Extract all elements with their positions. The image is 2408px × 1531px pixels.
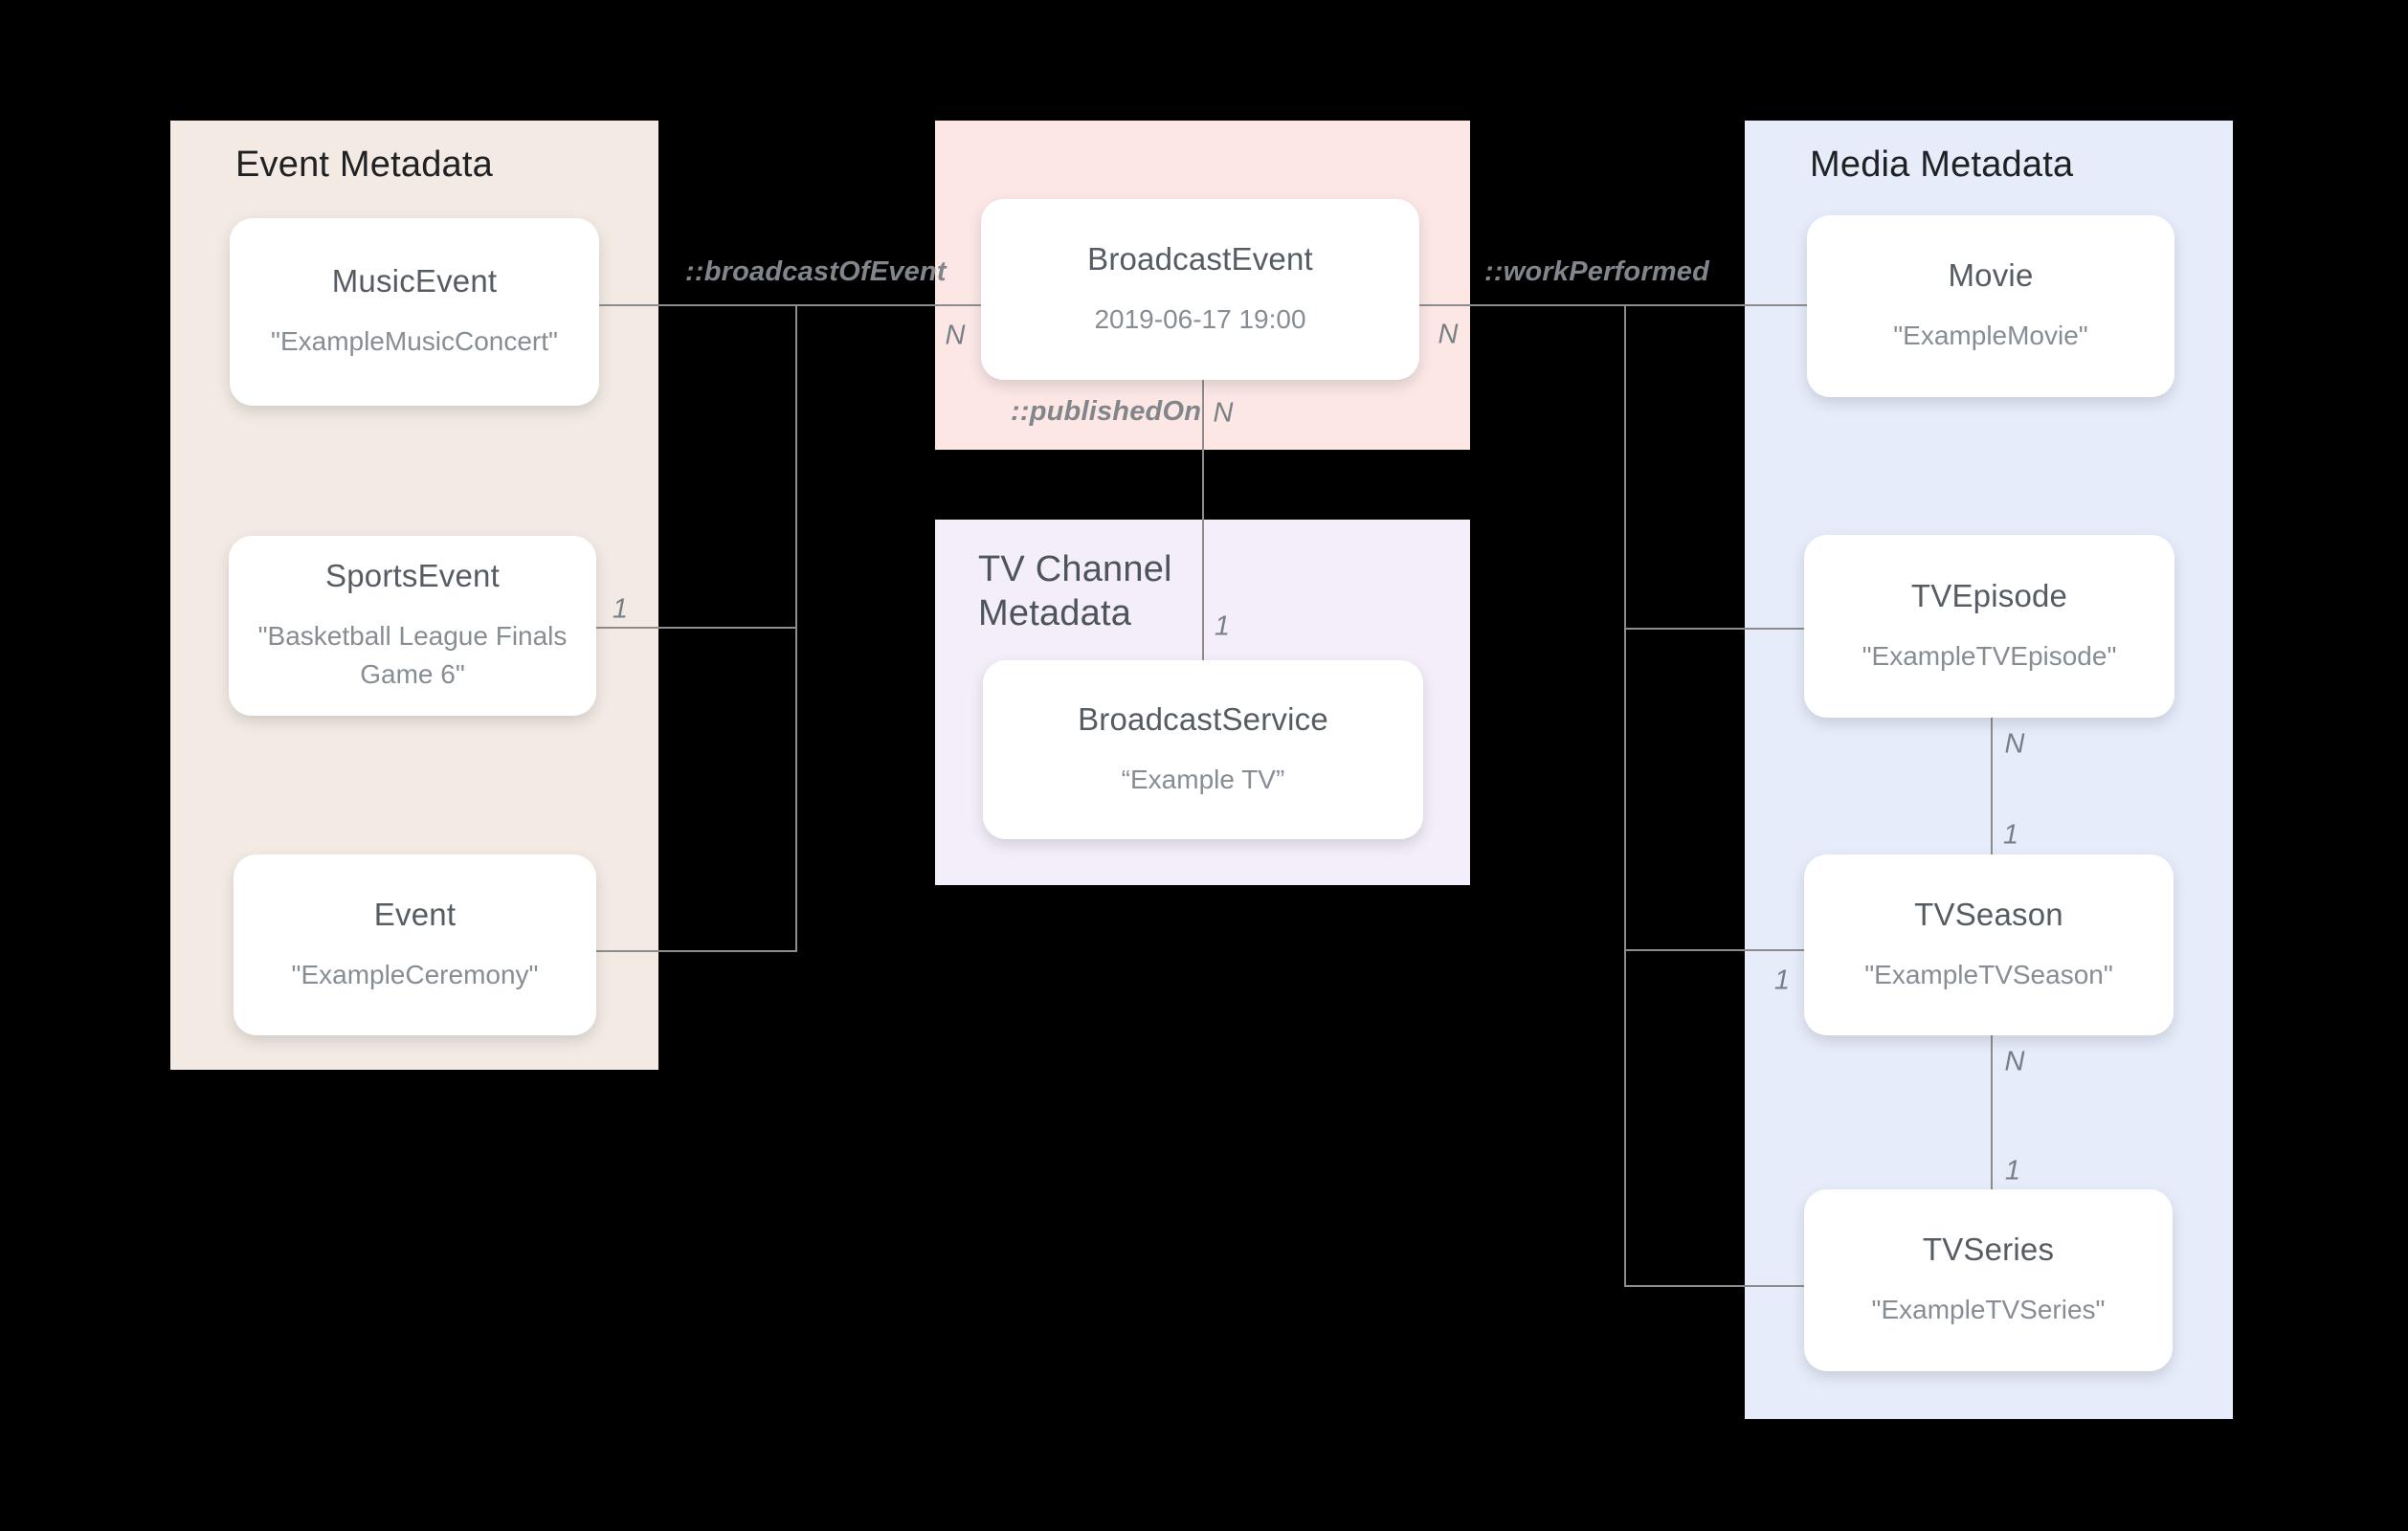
node-title: TVSeason <box>1914 896 2063 932</box>
edge-tvepisode-connector <box>1624 628 1804 630</box>
cardinality-tvepisode-n: N <box>2004 728 2025 760</box>
node-subtitle: “Example TV” <box>1121 764 1285 794</box>
node-tv-season: TVSeason "ExampleTVSeason" <box>1804 854 2174 1035</box>
node-tv-episode: TVEpisode "ExampleTVEpisode" <box>1804 535 2174 718</box>
node-event: Event "ExampleCeremony" <box>234 854 596 1035</box>
node-title: Event <box>373 896 457 932</box>
node-title: Movie <box>1948 257 2034 294</box>
event-metadata-title: Event Metadata <box>235 144 493 185</box>
node-subtitle: "ExampleCeremony" <box>291 959 539 989</box>
node-title: BroadcastEvent <box>1087 240 1313 277</box>
node-tv-series: TVSeries "ExampleTVSeries" <box>1804 1189 2173 1371</box>
node-broadcast-service: BroadcastService “Example TV” <box>983 660 1423 839</box>
cardinality-tvseason-1: 1 <box>2002 819 2019 851</box>
cardinality-tvseason-n: N <box>2004 1046 2025 1077</box>
edge-tvseries-connector <box>1624 1285 1804 1287</box>
edge-right-vertical-connector <box>1624 304 1626 1286</box>
node-title: BroadcastService <box>1078 700 1328 737</box>
edge-left-vertical-connector <box>795 304 797 952</box>
edge-tvseason-tvseries <box>1991 1035 1993 1189</box>
cardinality-publishedon-n: N <box>1213 397 1234 429</box>
node-title: MusicEvent <box>331 263 498 300</box>
relation-label-work-performed: ::workPerformed <box>1484 256 1710 287</box>
node-subtitle: "ExampleTVSeries" <box>1871 1295 2106 1325</box>
node-subtitle: "ExampleTVEpisode" <box>1862 640 2117 671</box>
media-metadata-title: Media Metadata <box>1810 144 2074 185</box>
node-broadcast-event: BroadcastEvent 2019-06-17 19:00 <box>981 199 1419 380</box>
edge-event-connector <box>596 950 796 952</box>
cardinality-workperformed-season-1: 1 <box>1773 965 1791 996</box>
edge-tvepisode-tvseason <box>1991 718 1993 854</box>
node-subtitle: "ExampleMovie" <box>1893 321 2088 351</box>
relation-label-broadcast-of-event: ::broadcastOfEvent <box>685 256 947 287</box>
node-title: SportsEvent <box>325 558 500 594</box>
edge-tvseason-connector <box>1624 949 1804 951</box>
edge-broadcastevent-broadcastservice <box>1202 380 1204 660</box>
edge-musicevent-broadcastevent <box>599 304 981 306</box>
edge-broadcastevent-movie <box>1419 304 1807 306</box>
cardinality-broadcastevent-n-left: N <box>945 320 966 351</box>
node-title: TVEpisode <box>1910 577 2068 613</box>
cardinality-broadcastevent-n-right: N <box>1438 319 1459 350</box>
node-subtitle: "Basketball League Finals Game 6" <box>257 621 568 689</box>
node-music-event: MusicEvent "ExampleMusicConcert" <box>230 218 599 406</box>
cardinality-broadcastservice-1: 1 <box>1214 610 1231 642</box>
node-title: TVSeries <box>1922 1231 2055 1268</box>
node-movie: Movie "ExampleMovie" <box>1807 215 2174 397</box>
cardinality-sportsevent-1: 1 <box>612 593 629 625</box>
node-subtitle: "ExampleMusicConcert" <box>271 326 558 357</box>
tv-channel-metadata-title: TV Channel Metadata <box>978 549 1172 633</box>
cardinality-tvseries-1: 1 <box>2004 1155 2021 1187</box>
node-subtitle: 2019-06-17 19:00 <box>1094 303 1306 334</box>
node-subtitle: "ExampleTVSeason" <box>1864 959 2113 989</box>
relation-label-published-on: ::publishedOn <box>1011 396 1202 427</box>
edge-sportsevent-connector <box>596 627 796 629</box>
node-sports-event: SportsEvent "Basketball League Finals Ga… <box>229 536 596 716</box>
